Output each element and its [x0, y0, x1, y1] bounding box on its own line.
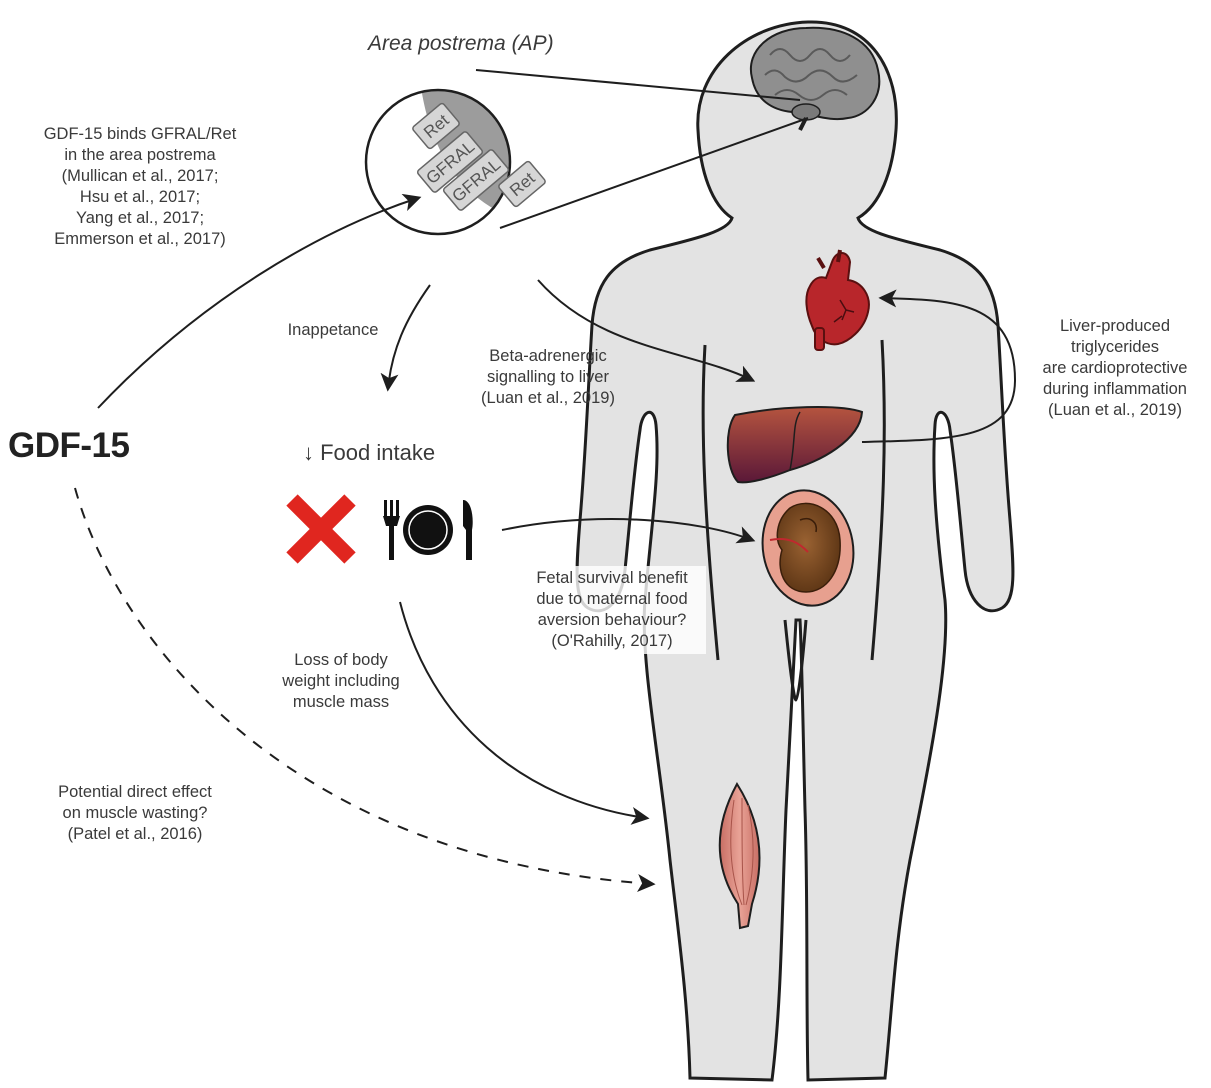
beta-adrenergic-label: Beta-adrenergic signalling to liver (Lua… — [462, 346, 634, 409]
inappetance-label: Inappetance — [268, 320, 398, 341]
binding-line: Yang et al., 2017; — [10, 208, 270, 229]
liver-tg-line: are cardioprotective — [1022, 358, 1208, 379]
fetal-line: (O'Rahilly, 2017) — [522, 631, 702, 652]
beta-line: Beta-adrenergic — [462, 346, 634, 367]
direct-effect-line: Potential direct effect — [30, 782, 240, 803]
liver-tg-line: Liver-produced — [1022, 316, 1208, 337]
fetal-line: Fetal survival benefit — [522, 568, 702, 589]
fork-icon — [383, 500, 400, 560]
gdf15-title: GDF-15 — [8, 426, 129, 466]
area-postrema-title: Area postrema (AP) — [368, 32, 554, 56]
liver-tg-line: (Luan et al., 2019) — [1022, 400, 1208, 421]
direct-effect-label: Potential direct effect on muscle wastin… — [30, 782, 240, 845]
plate-icon — [403, 505, 453, 555]
liver-triglycerides-label: Liver-produced triglycerides are cardiop… — [1022, 316, 1208, 421]
binding-line: in the area postrema — [10, 145, 270, 166]
weight-loss-label: Loss of body weight including muscle mas… — [270, 650, 412, 713]
binding-line: Emmerson et al., 2017) — [10, 229, 270, 250]
knife-icon — [463, 500, 473, 560]
weight-loss-line: weight including — [270, 671, 412, 692]
fetal-line: aversion behaviour? — [522, 610, 702, 631]
beta-line: (Luan et al., 2019) — [462, 388, 634, 409]
cross-icon — [292, 500, 350, 558]
liver-tg-line: during inflammation — [1022, 379, 1208, 400]
binding-label: GDF-15 binds GFRAL/Ret in the area postr… — [10, 124, 270, 250]
fetal-line: due to maternal food — [522, 589, 702, 610]
beta-line: signalling to liver — [462, 367, 634, 388]
inappetance-text: Inappetance — [268, 320, 398, 341]
binding-line: (Mullican et al., 2017; — [10, 166, 270, 187]
direct-effect-line: (Patel et al., 2016) — [30, 824, 240, 845]
direct-effect-line: on muscle wasting? — [30, 803, 240, 824]
fetal-survival-label: Fetal survival benefit due to maternal f… — [518, 566, 706, 654]
food-intake-label: ↓ Food intake — [303, 440, 435, 466]
binding-line: Hsu et al., 2017; — [10, 187, 270, 208]
weight-loss-line: muscle mass — [270, 692, 412, 713]
weight-loss-line: Loss of body — [270, 650, 412, 671]
liver-tg-line: triglycerides — [1022, 337, 1208, 358]
binding-line: GDF-15 binds GFRAL/Ret — [10, 124, 270, 145]
